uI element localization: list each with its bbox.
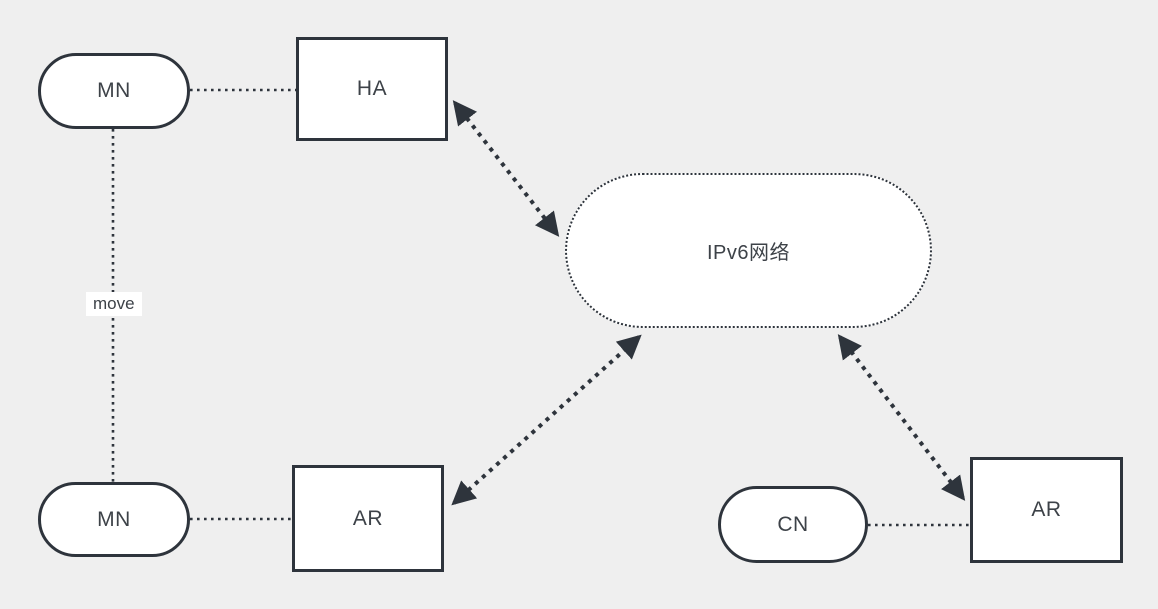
node-ar-right-label: AR <box>1031 498 1062 521</box>
edge-ar-right-to-ipv6-network <box>837 334 966 501</box>
node-mn-bottom-label: MN <box>97 507 131 531</box>
node-mn-top: MN <box>38 53 190 129</box>
node-mn-bottom: MN <box>38 482 190 557</box>
node-ipv6-network-label: IPv6网络 <box>706 242 791 264</box>
node-ha: HA <box>296 37 448 141</box>
edge-move-label: move <box>86 292 142 316</box>
node-mn-top-label: MN <box>97 79 131 102</box>
node-ha-label: HA <box>356 77 388 100</box>
edge-ha-to-ipv6-network <box>452 100 560 237</box>
node-ar-right: AR <box>970 457 1123 563</box>
edge-ar-left-to-ipv6-network <box>451 334 642 506</box>
node-cn-label: CN <box>777 512 809 536</box>
node-ar-left-label: AR <box>352 506 384 530</box>
node-ipv6-network: IPv6网络 <box>565 173 932 328</box>
node-ar-left: AR <box>292 465 444 572</box>
node-cn: CN <box>718 486 868 563</box>
